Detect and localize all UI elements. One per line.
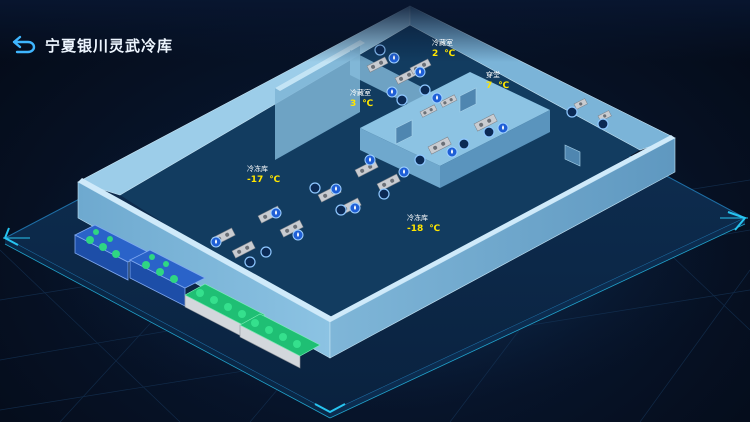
room-label-cold-room-1[interactable]: 冷藏室 2 ℃ xyxy=(432,40,455,59)
water-drop-icon xyxy=(386,86,398,98)
room-label-cold-room-2[interactable]: 冷藏室 3 ℃ xyxy=(350,90,373,109)
water-drop-icon xyxy=(270,207,282,219)
ring-indicator-icon xyxy=(458,138,470,150)
room-label-buffer-room[interactable]: 穿堂 7 ℃ xyxy=(486,72,509,91)
water-drop-icon xyxy=(431,92,443,104)
sensor-indicators[interactable] xyxy=(210,52,509,248)
water-drop-icon xyxy=(210,236,222,248)
evaporator-unit-icon xyxy=(394,68,417,85)
evaporator-unit-icon xyxy=(573,98,588,110)
page-title: 宁夏银川灵武冷库 xyxy=(45,37,174,55)
room-temp: 7 xyxy=(486,81,493,91)
back-arrow-icon xyxy=(12,35,36,54)
ring-indicator-icon xyxy=(597,118,609,130)
water-drop-icon xyxy=(446,146,458,158)
cold-room-doors xyxy=(395,87,581,167)
water-drop-icon xyxy=(398,166,410,178)
water-drop-icon xyxy=(292,229,304,241)
room-name: 冷藏室 xyxy=(350,89,371,97)
room-temp-unit: ℃ xyxy=(269,175,281,185)
room-label-freezer-1[interactable]: 冷冻库 -17 ℃ xyxy=(247,166,280,185)
platform-corner-markers xyxy=(3,211,748,414)
ring-indicator-icon xyxy=(419,84,431,96)
ring-indicator-icon xyxy=(309,182,321,194)
partition-wall-a xyxy=(275,40,360,160)
cold-room-front-wall xyxy=(360,128,440,188)
room-temp-unit: ℃ xyxy=(498,81,510,91)
ring-indicator-icon xyxy=(414,154,426,166)
room-temp: -17 xyxy=(247,175,264,185)
room-name: 穿堂 xyxy=(486,71,500,79)
evaporator-unit-icon xyxy=(376,173,401,192)
water-drop-icon xyxy=(414,66,426,78)
room-temp-unit: ℃ xyxy=(444,49,456,59)
room-name: 冷藏室 xyxy=(432,39,453,47)
back-button[interactable] xyxy=(8,34,38,56)
room-temp-unit: ℃ xyxy=(362,99,374,109)
ring-indicator-icon xyxy=(396,94,408,106)
room-label-freezer-2[interactable]: 冷冻库 -18 ℃ xyxy=(407,215,440,234)
ring-indicator-icon xyxy=(335,204,347,216)
evaporator-unit-icon xyxy=(427,136,452,155)
water-drop-icon xyxy=(497,122,509,134)
header-bar xyxy=(0,0,750,62)
room-name: 冷冻库 xyxy=(247,165,268,173)
compressor-rack-right[interactable] xyxy=(184,283,321,369)
room-temp: 3 xyxy=(350,99,357,109)
platform-edge xyxy=(5,238,330,418)
cold-room-block-top xyxy=(360,72,550,166)
ring-indicator-icon xyxy=(244,256,256,268)
ring-indicator-icon xyxy=(566,106,578,118)
cold-room-side-wall xyxy=(440,110,550,188)
water-drop-icon xyxy=(330,183,342,195)
evaporator-units[interactable] xyxy=(211,56,612,259)
ring-indicator-icon xyxy=(483,126,495,138)
room-temp: 2 xyxy=(432,49,439,59)
water-drop-icon xyxy=(349,202,361,214)
ring-indicator-icon xyxy=(378,188,390,200)
evaporator-unit-icon xyxy=(473,113,498,132)
evaporator-unit-icon xyxy=(279,219,304,238)
ring-indicator-icon xyxy=(260,246,272,258)
room-temp-unit: ℃ xyxy=(429,224,441,234)
evaporator-unit-icon xyxy=(419,104,438,118)
evaporator-unit-icon xyxy=(231,240,256,259)
room-name: 冷冻库 xyxy=(407,214,428,222)
evaporator-unit-icon xyxy=(439,94,458,108)
room-temp: -18 xyxy=(407,224,424,234)
water-drop-icon xyxy=(364,154,376,166)
